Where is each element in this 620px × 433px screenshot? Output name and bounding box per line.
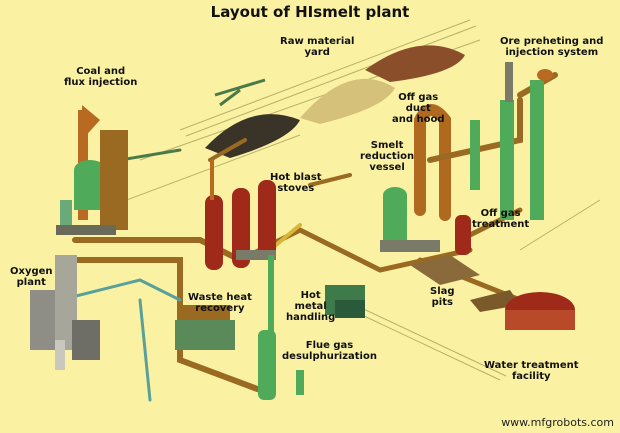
waste-heat-recovery-unit (175, 305, 235, 350)
yard-conveyor (214, 78, 266, 107)
oxygen-plant-unit (30, 255, 100, 370)
ore-pile (365, 45, 465, 82)
watermark: www.mfgrobots.com (501, 416, 614, 429)
diagram-title: Layout of HIsmelt plant (210, 3, 410, 21)
water-treatment-unit (505, 292, 575, 330)
smelt-reduction-vessel (380, 187, 440, 252)
coal-pile (205, 114, 300, 158)
coal-flux-injection-unit (56, 105, 128, 235)
hot-blast-stoves (205, 160, 276, 270)
flux-pile (300, 78, 395, 124)
hot-metal-handling-unit (325, 285, 365, 318)
flue-gas-desulphurization-unit (258, 255, 304, 400)
off-gas-treatment-unit (455, 62, 553, 255)
slag-pits-unit (410, 255, 520, 312)
